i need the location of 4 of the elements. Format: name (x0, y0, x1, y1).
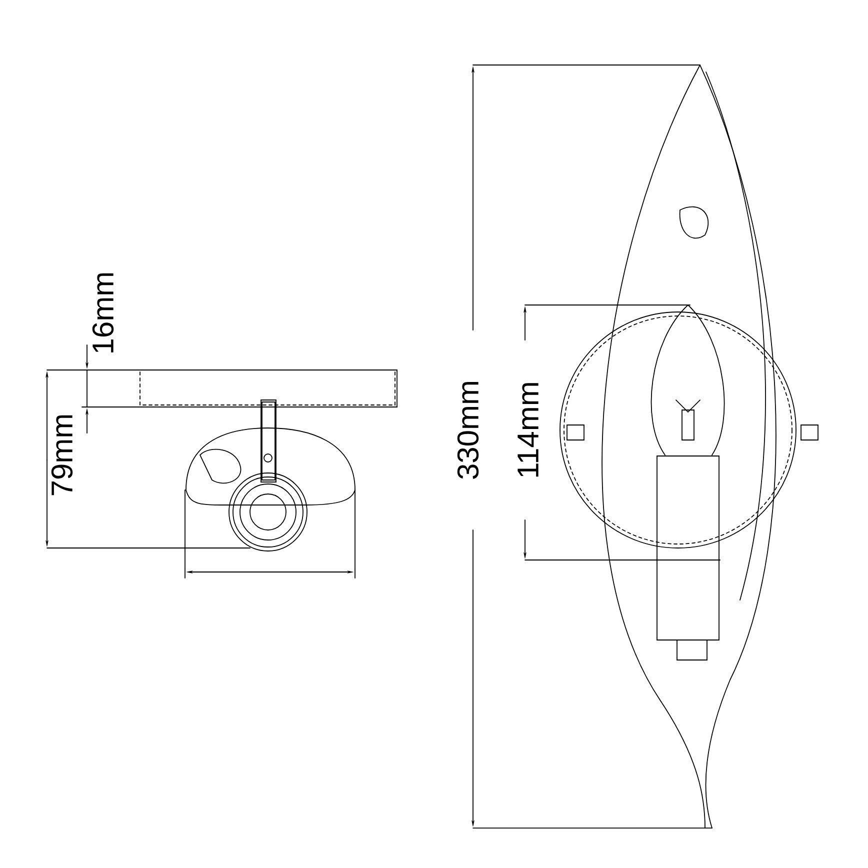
dimension-text: 114mm (518, 383, 538, 477)
dimension-text: 16mm (92, 273, 114, 352)
dimension-text: 330mm (457, 382, 479, 479)
dimension-text: 79mm (51, 415, 73, 496)
